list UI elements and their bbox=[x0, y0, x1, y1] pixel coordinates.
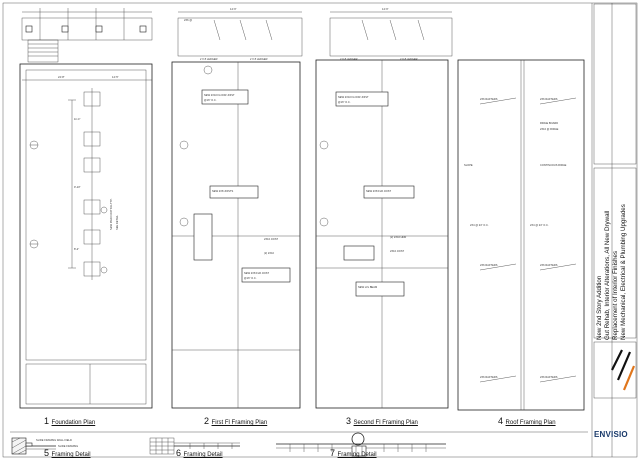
detail-5-view bbox=[18, 458, 19, 459]
svg-text:14'-5": 14'-5" bbox=[112, 75, 119, 79]
svg-text:NEW 2X10 FLOOR JOIST: NEW 2X10 FLOOR JOIST bbox=[204, 93, 235, 97]
svg-text:NEW 2X8 FLR JOIST: NEW 2X8 FLR JOIST bbox=[244, 271, 269, 275]
svg-text:2 X 8 LEDGER: 2 X 8 LEDGER bbox=[400, 57, 418, 61]
svg-text:2X6 RAFTERS: 2X6 RAFTERS bbox=[540, 97, 558, 101]
roof-framing-plan: 2X6 RAFTERS 2X6 RAFTERS 2X6 RAFTERS 2X6 RA… bbox=[457, 59, 585, 411]
svg-text:NEW LVL BEAM: NEW LVL BEAM bbox=[358, 285, 377, 289]
svg-text:NEW PIER FOOTING TYP.: NEW PIER FOOTING TYP. bbox=[109, 198, 113, 230]
svg-text:(2) 2X10: (2) 2X10 bbox=[264, 251, 275, 255]
svg-text:2X6 RAFTERS: 2X6 RAFTERS bbox=[480, 375, 498, 379]
svg-text:2X6 RAFTERS: 2X6 RAFTERS bbox=[480, 263, 498, 267]
svg-text:2 X 8 LEDGER: 2 X 8 LEDGER bbox=[340, 57, 358, 61]
svg-text:SEE DETAIL: SEE DETAIL bbox=[115, 215, 119, 230]
svg-text:SLIDE FRAMING WALL FIELD: SLIDE FRAMING WALL FIELD bbox=[36, 438, 72, 442]
detail-6-drawing bbox=[149, 437, 240, 455]
svg-text:CONTINUOUS RIDGE: CONTINUOUS RIDGE bbox=[540, 163, 567, 167]
svg-text:14'-6": 14'-6" bbox=[382, 7, 389, 11]
svg-text:8'-2": 8'-2" bbox=[74, 247, 79, 251]
svg-text:2X4 @ 24" O.C.: 2X4 @ 24" O.C. bbox=[530, 223, 549, 227]
svg-text:9'-10": 9'-10" bbox=[74, 185, 81, 189]
svg-text:14'-6": 14'-6" bbox=[230, 7, 237, 11]
svg-text:NEW 2X8 JOISTS: NEW 2X8 JOISTS bbox=[212, 189, 233, 193]
second-floor-framing-plan: 14'-6" 2 X 8 LEDGER 2 X 8 LEDGER NEW 2X10… bbox=[315, 7, 453, 409]
framing-detail-5 bbox=[14, 455, 15, 460]
svg-text:SLIDE FRAMING: SLIDE FRAMING bbox=[58, 444, 78, 448]
svg-text:@16" O.C.: @16" O.C. bbox=[204, 98, 217, 102]
svg-text:RIDGE BOARD: RIDGE BOARD bbox=[540, 121, 558, 125]
svg-text:2X4 @ 24" O.C.: 2X4 @ 24" O.C. bbox=[470, 223, 489, 227]
foundation-plan: 24'-8" 14'-5" 11'-4" 9'-10" 8'-2" NEW PIER… bbox=[19, 8, 153, 409]
svg-text:2X10 @ RIDGE: 2X10 @ RIDGE bbox=[540, 127, 559, 131]
svg-text:@16" O.C.: @16" O.C. bbox=[338, 100, 351, 104]
detail-5-wall-in-view bbox=[11, 437, 56, 455]
svg-text:NEW 2X10 FLOOR JOIST: NEW 2X10 FLOOR JOIST bbox=[338, 95, 369, 99]
title-block bbox=[591, 3, 637, 457]
svg-text:24'-8": 24'-8" bbox=[58, 75, 65, 79]
svg-text:2X6 RAFTERS: 2X6 RAFTERS bbox=[480, 97, 498, 101]
svg-text:2X6 @: 2X6 @ bbox=[184, 18, 192, 22]
svg-text:2 X 8 LEDGER: 2 X 8 LEDGER bbox=[200, 57, 218, 61]
svg-text:NEW 2X8 FLR JOIST: NEW 2X8 FLR JOIST bbox=[366, 189, 391, 193]
firm-logo-icon bbox=[611, 349, 636, 391]
detail-7-drawing bbox=[276, 432, 446, 457]
svg-text:11'-4": 11'-4" bbox=[74, 117, 80, 121]
svg-text:2 X 8 LEDGER: 2 X 8 LEDGER bbox=[250, 57, 268, 61]
detail-5-hatched-wall-real bbox=[14, 374, 15, 375]
svg-text:SLOPE: SLOPE bbox=[464, 163, 473, 167]
svg-text:@16" O.C.: @16" O.C. bbox=[244, 276, 257, 280]
first-floor-framing-plan: 14'-6" 2X6 @ 2 X 8 LEDGER 2 X 8 LEDGER NEW… bbox=[171, 7, 303, 409]
svg-text:2X10 JOIST: 2X10 JOIST bbox=[390, 249, 405, 253]
svg-text:2X10 JOIST: 2X10 JOIST bbox=[264, 237, 279, 241]
svg-text:(2) 2X10 HDR: (2) 2X10 HDR bbox=[390, 235, 406, 239]
svg-text:2X6 RAFTERS: 2X6 RAFTERS bbox=[540, 263, 558, 267]
svg-text:2X6 RAFTERS: 2X6 RAFTERS bbox=[540, 375, 558, 379]
